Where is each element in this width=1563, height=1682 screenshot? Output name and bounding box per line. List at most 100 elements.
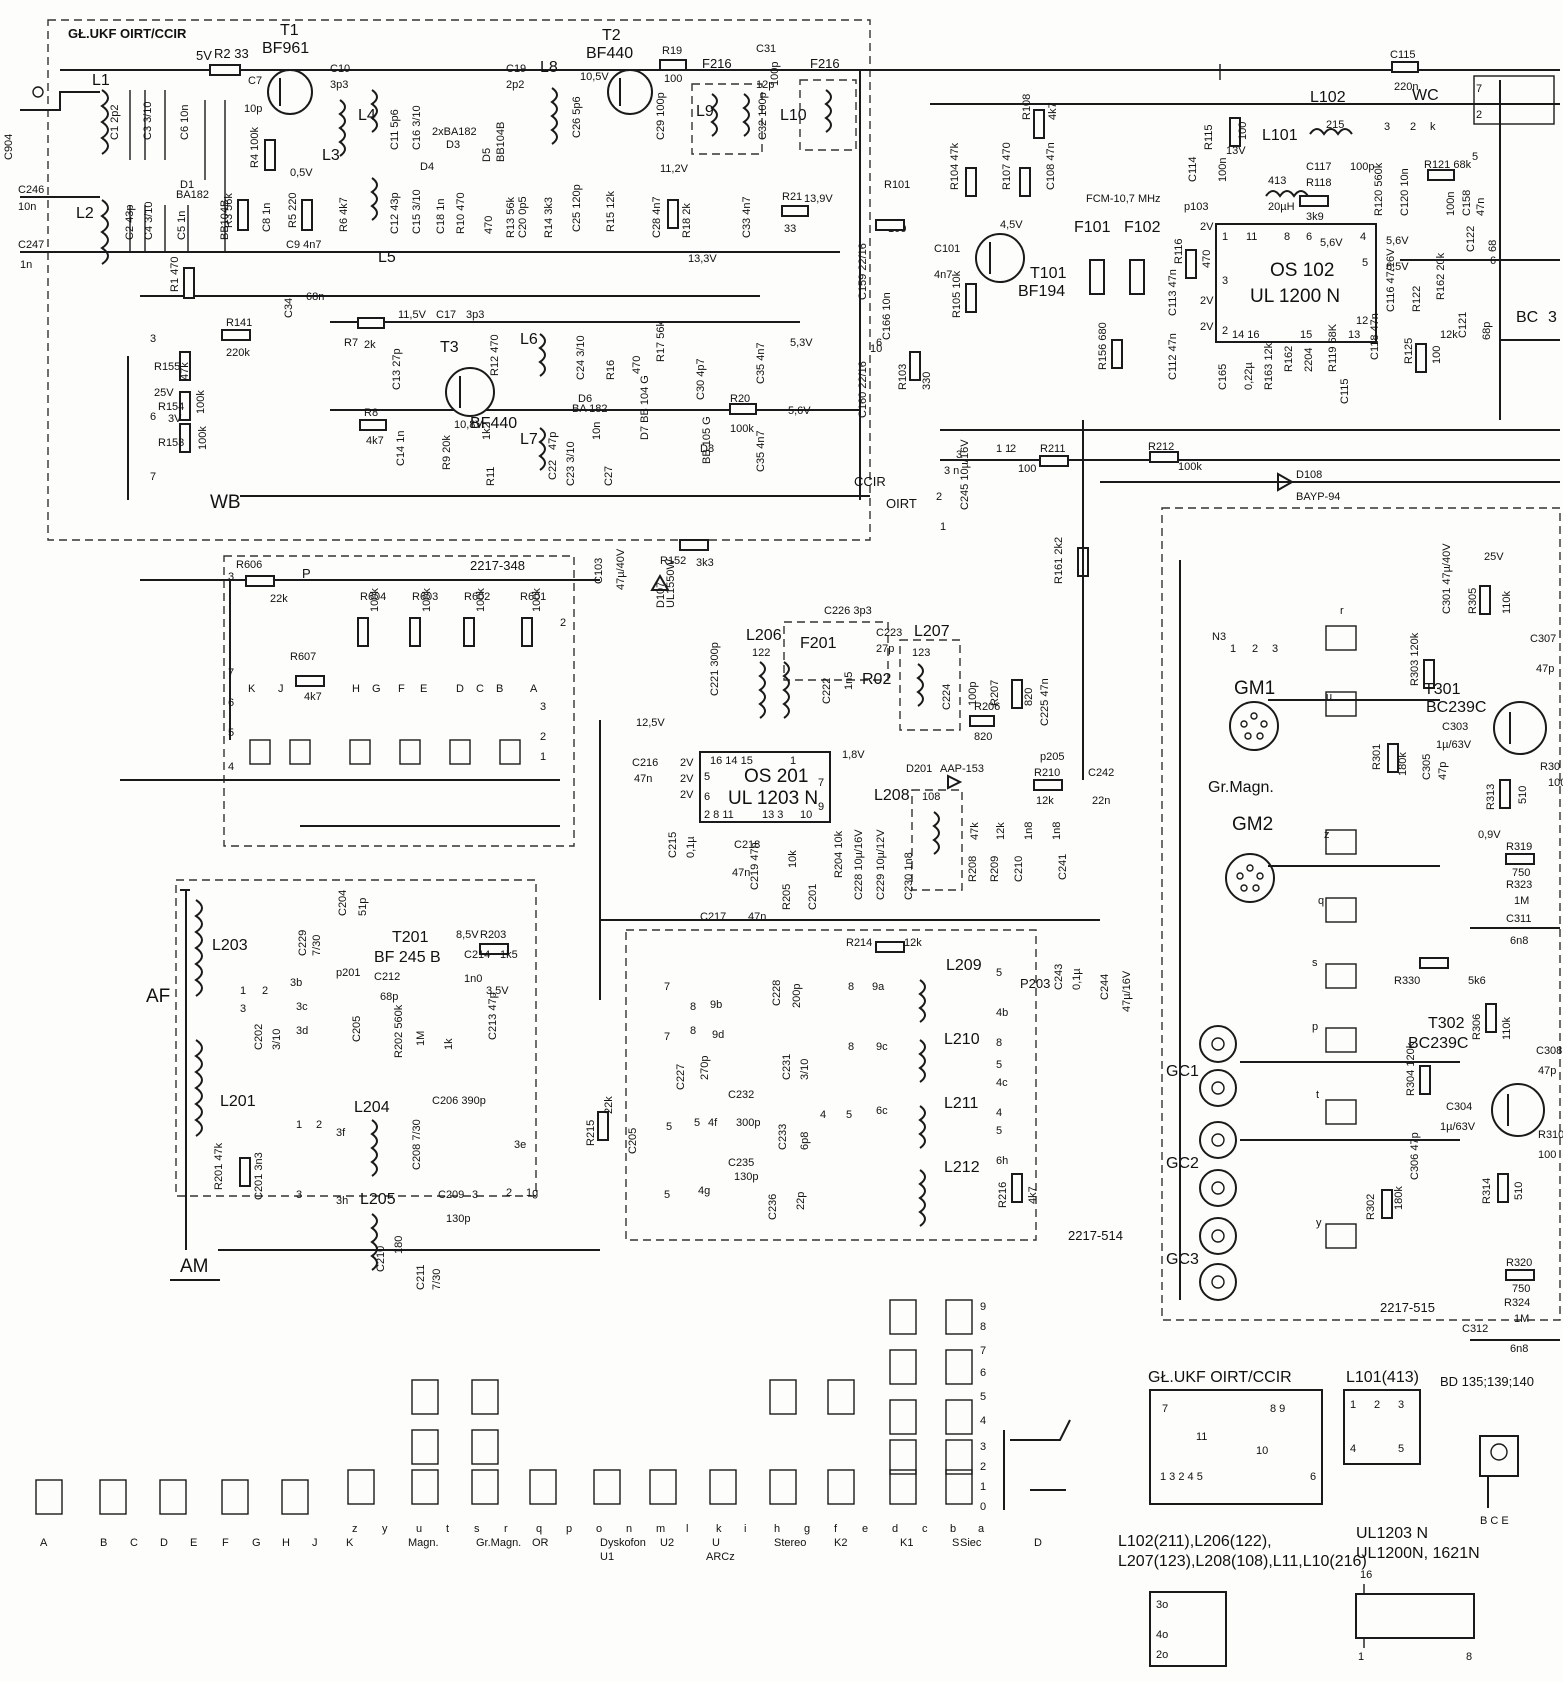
svg-text:C225 47n: C225 47n [1039, 678, 1051, 726]
svg-text:5,6V: 5,6V [1320, 237, 1343, 249]
svg-text:4n7: 4n7 [934, 269, 952, 281]
svg-text:6p8: 6p8 [799, 1132, 811, 1150]
svg-text:C12 43p: C12 43p [389, 192, 401, 234]
gm2-connector [1225, 853, 1275, 903]
svg-text:16 14 15: 16 14 15 [710, 755, 753, 767]
svg-text:8: 8 [690, 1025, 696, 1037]
svg-text:1n8: 1n8 [1023, 822, 1035, 840]
svg-text:12,5V: 12,5V [636, 717, 665, 729]
svg-text:3/10: 3/10 [271, 1029, 283, 1050]
svg-text:R6 4k7: R6 4k7 [338, 197, 350, 232]
svg-text:14 16: 14 16 [1232, 329, 1260, 341]
board-515-label: 2217-515 [1380, 1300, 1435, 1315]
svg-text:7: 7 [980, 1345, 986, 1357]
svg-text:2V: 2V [680, 789, 694, 801]
svg-text:6: 6 [150, 411, 156, 423]
switch-position-label: B [100, 1537, 107, 1549]
svg-text:12p: 12p [756, 79, 774, 91]
svg-text:5: 5 [664, 1189, 670, 1201]
svg-text:C230 1n8: C230 1n8 [903, 852, 915, 900]
svg-text:C5 1n: C5 1n [176, 211, 188, 240]
svg-text:G: G [372, 683, 381, 695]
svg-text:13,9V: 13,9V [804, 193, 833, 205]
svg-text:R141: R141 [226, 317, 252, 329]
svg-text:R119 68K: R119 68K [1327, 323, 1339, 372]
svg-text:C226 3p3: C226 3p3 [824, 605, 872, 617]
svg-text:R601: R601 [520, 591, 546, 603]
svg-text:p201: p201 [336, 967, 360, 979]
svg-text:8,5V: 8,5V [456, 929, 479, 941]
transistor-t302 [1491, 1083, 1545, 1137]
svg-text:R201 47k: R201 47k [213, 1142, 225, 1190]
svg-text:R12 470: R12 470 [489, 334, 501, 376]
svg-text:100: 100 [1548, 777, 1563, 789]
svg-text:180k: 180k [1393, 1186, 1405, 1210]
legend-l101-footprint [1343, 1389, 1421, 1465]
d201-ref: D201 [906, 763, 932, 775]
svg-text:C305: C305 [1421, 754, 1433, 780]
svg-text:C904: C904 [3, 134, 15, 160]
svg-text:3: 3 [228, 571, 234, 583]
svg-text:C14 1n: C14 1n [395, 431, 407, 466]
switch-board-348 [223, 555, 575, 847]
svg-text:1M: 1M [415, 1031, 427, 1046]
switch-letter: o [596, 1523, 602, 1535]
svg-text:BC: BC [1516, 309, 1538, 326]
legend-bd-pins: B C E [1480, 1515, 1509, 1527]
svg-text:2: 2 [1222, 325, 1228, 337]
svg-text:215: 215 [1326, 119, 1344, 131]
sw-board-label: 2217-348 [470, 558, 525, 573]
transistor-t301 [1493, 701, 1547, 755]
switch-position-label: H [282, 1537, 290, 1549]
switch-position-label: A [40, 1537, 48, 1549]
svg-text:10: 10 [1256, 1445, 1268, 1457]
svg-text:R154: R154 [158, 401, 184, 413]
svg-text:R306: R306 [1471, 1014, 1483, 1040]
grmagn-label: Gr.Magn. [1208, 779, 1274, 796]
svg-text:C115: C115 [1339, 379, 1351, 404]
svg-text:3: 3 [296, 1189, 302, 1201]
svg-text:C244: C244 [1099, 974, 1111, 1000]
svg-text:C213 47p: C213 47p [487, 992, 499, 1040]
svg-text:5: 5 [1472, 151, 1478, 163]
board-515-frame [1161, 507, 1561, 1321]
svg-text:3: 3 [240, 1003, 246, 1015]
svg-text:R101: R101 [884, 179, 910, 191]
svg-text:R104 47k: R104 47k [949, 142, 961, 190]
svg-text:L4: L4 [358, 107, 376, 124]
svg-text:22k: 22k [603, 1096, 615, 1114]
svg-text:C30 4p7: C30 4p7 [695, 358, 707, 400]
svg-text:3: 3 [1384, 121, 1390, 133]
svg-text:20µH: 20µH [1268, 201, 1295, 213]
svg-text:3f: 3f [336, 1127, 346, 1139]
svg-text:4: 4 [228, 761, 234, 773]
svg-text:C25 120p: C25 120p [571, 184, 583, 232]
svg-text:4g: 4g [698, 1185, 710, 1197]
svg-text:C204: C204 [337, 890, 349, 916]
svg-text:C211: C211 [415, 1265, 427, 1290]
svg-text:R323: R323 [1506, 879, 1532, 891]
svg-text:C101: C101 [934, 243, 960, 255]
svg-text:p: p [1312, 1021, 1318, 1033]
svg-text:C32 100p: C32 100p [757, 92, 769, 140]
svg-text:R13 56k: R13 56k [505, 197, 517, 238]
svg-text:R206: R206 [974, 701, 1000, 713]
svg-text:3,5V: 3,5V [486, 985, 509, 997]
svg-text:C228 10µ/16V: C228 10µ/16V [853, 829, 865, 900]
svg-text:510: 510 [1517, 786, 1529, 804]
svg-text:1g: 1g [526, 1187, 538, 1199]
svg-text:12k: 12k [995, 822, 1007, 840]
svg-text:C13 27p: C13 27p [391, 348, 403, 390]
svg-text:3c: 3c [296, 1001, 308, 1013]
svg-text:C232: C232 [728, 1089, 754, 1101]
svg-text:R305: R305 [1467, 588, 1479, 614]
svg-text:1n5: 1n5 [843, 672, 855, 690]
switch-position-label: Magn. [408, 1537, 439, 1549]
svg-text:C210: C210 [1013, 856, 1025, 882]
svg-text:C229: C229 [297, 930, 309, 956]
svg-text:R602: R602 [464, 591, 490, 603]
svg-text:9c: 9c [876, 1041, 888, 1053]
svg-text:2: 2 [1010, 443, 1016, 455]
svg-text:L209: L209 [946, 957, 982, 974]
svg-text:C165: C165 [1217, 364, 1229, 390]
